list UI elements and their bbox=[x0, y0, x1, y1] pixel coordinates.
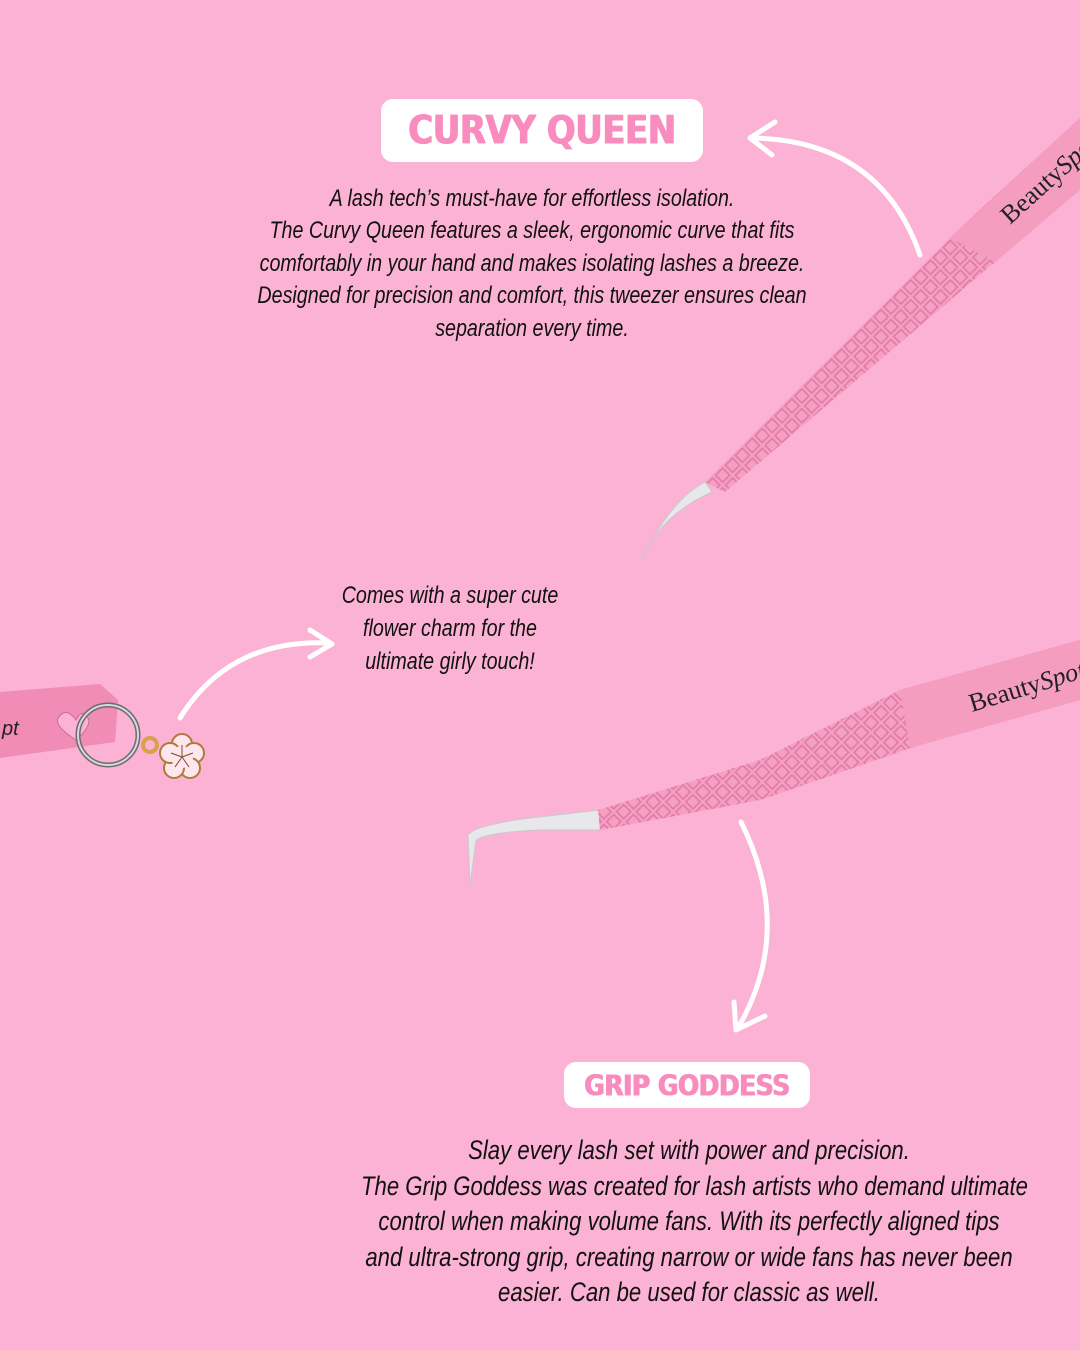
grip-goddess-description: Slay every lash set with power and preci… bbox=[289, 1133, 1080, 1311]
grip-goddess-tweezer-image: BeautySpot bbox=[467, 640, 1080, 886]
description-line: easier. Can be used for classic as well. bbox=[498, 1277, 880, 1307]
curvy-queen-title-badge: CURVY QUEEN bbox=[381, 99, 703, 162]
curvy-queen-title: CURVY QUEEN bbox=[408, 107, 676, 154]
charm-note-line: Comes with a super cute bbox=[341, 582, 559, 609]
description-line: control when making volume fans. With it… bbox=[378, 1206, 1000, 1236]
description-line: separation every time. bbox=[435, 314, 629, 342]
description-line: Designed for precision and comfort, this… bbox=[257, 282, 807, 310]
description-line: A lash tech’s must-have for effortless i… bbox=[329, 185, 735, 212]
description-line: The Grip Goddess was created for lash ar… bbox=[361, 1170, 1028, 1201]
brand-logo-partial: pt bbox=[1, 718, 20, 740]
description-line: and ultra-strong grip, creating narrow o… bbox=[365, 1241, 1013, 1272]
curvy-queen-description: A lash tech’s must-have for effortless i… bbox=[132, 183, 932, 345]
arrow-to-curvy-queen-icon bbox=[747, 119, 923, 258]
description-line: Slay every lash set with power and preci… bbox=[468, 1135, 910, 1165]
charm-note: Comes with a super cute flower charm for… bbox=[250, 579, 650, 678]
flower-charm-tweezer-image: pt bbox=[0, 684, 205, 779]
arrow-to-grip-goddess-icon bbox=[731, 819, 770, 1033]
charm-note-line: ultimate girly touch! bbox=[365, 648, 535, 675]
description-line: comfortably in your hand and makes isola… bbox=[259, 249, 805, 277]
flower-charm-icon bbox=[159, 733, 205, 779]
grip-goddess-title: GRIP GODDESS bbox=[584, 1068, 790, 1102]
charm-note-line: flower charm for the bbox=[363, 615, 537, 642]
grip-goddess-title-badge: GRIP GODDESS bbox=[564, 1062, 810, 1108]
arrow-to-charm-note-icon bbox=[177, 627, 335, 721]
description-line: The Curvy Queen features a sleek, ergono… bbox=[269, 217, 795, 245]
